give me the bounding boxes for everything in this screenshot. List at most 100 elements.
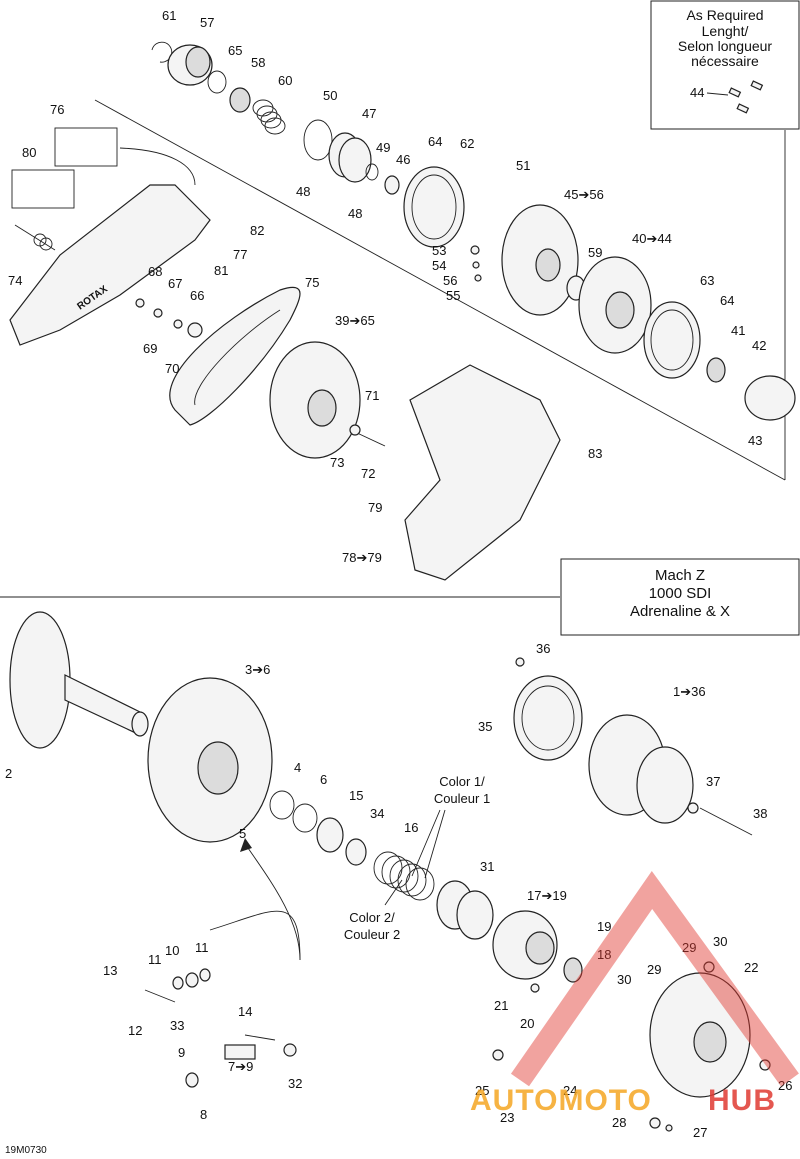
washer-part <box>153 308 163 318</box>
ring-part <box>292 803 318 833</box>
callout-label: 57 <box>200 15 214 30</box>
cam-assembly-part <box>492 910 558 980</box>
callout-labels: 61 57 65 58 60 50 47 76 80 64 62 49 46 4… <box>5 8 792 1140</box>
seal-part <box>706 357 726 383</box>
callout-label: 22 <box>744 960 758 975</box>
callout-label: 4 <box>294 760 301 775</box>
washer-part <box>687 802 699 814</box>
callout-label: 60 <box>278 73 292 88</box>
callout-label: 28 <box>612 1115 626 1130</box>
washer-part <box>173 319 183 329</box>
callout-label: 72 <box>361 466 375 481</box>
callout-label: 80 <box>22 145 36 160</box>
bushing-part <box>345 838 367 866</box>
callout-label: 63 <box>700 273 714 288</box>
screw-part <box>703 961 715 973</box>
spring-part <box>373 851 435 901</box>
callout-label: 23 <box>500 1110 514 1125</box>
callout-label: 74 <box>8 273 22 288</box>
callout-label: 75 <box>305 275 319 290</box>
watermark-text: AUTOMOTO <box>470 1084 652 1117</box>
callout-label: 61 <box>162 8 176 23</box>
pulley-guard-part <box>404 364 561 581</box>
callout-label: 17➔19 <box>527 888 567 903</box>
callout-label: 59 <box>588 245 602 260</box>
spring-cap-part <box>167 44 213 86</box>
callout-label: 30 <box>713 934 727 949</box>
ring-part <box>269 790 295 820</box>
watermark-text: HUB <box>708 1084 776 1117</box>
callout-label: 49 <box>376 140 390 155</box>
callout-label: 70 <box>165 361 179 376</box>
bushing-part <box>229 87 251 113</box>
callout-label: 41 <box>731 323 745 338</box>
flywheel-assembly-part <box>588 714 694 824</box>
nut-part <box>472 261 480 269</box>
driven-pulley-part <box>269 341 361 459</box>
callout-label: 77 <box>233 247 247 262</box>
cover-part <box>643 301 701 379</box>
circlip-part <box>151 41 173 63</box>
washer-part <box>187 322 203 338</box>
washer-part <box>665 1124 673 1132</box>
assembly-arrow-line <box>247 847 301 961</box>
arrow-head <box>240 838 252 852</box>
callout-label: 73 <box>330 455 344 470</box>
screw-part <box>492 1049 504 1061</box>
bolt-part <box>699 807 753 836</box>
callout-label: 51 <box>516 158 530 173</box>
callout-label: 30 <box>617 972 631 987</box>
model-line: Mach Z <box>655 567 705 584</box>
note-line: nécessaire <box>691 53 759 69</box>
callout-label: 58 <box>251 55 265 70</box>
washer-part <box>365 163 379 181</box>
callout-label: 64 <box>428 134 442 149</box>
callout-label: 8 <box>200 1107 207 1122</box>
model-line: Adrenaline & X <box>630 603 730 620</box>
callout-label: 26 <box>778 1078 792 1093</box>
callout-label: 27 <box>693 1125 707 1140</box>
callout-label: 29 <box>682 940 696 955</box>
screw-part <box>515 657 525 667</box>
callout-label: 45➔56 <box>564 187 604 202</box>
callout-label: 9 <box>178 1045 185 1060</box>
callout-label: 48 <box>348 206 362 221</box>
note-line: Lenght/ <box>702 23 749 39</box>
callout-label: 48 <box>296 184 310 199</box>
callout-label: 15 <box>349 788 363 803</box>
drive-belt-part <box>169 286 301 426</box>
callout-label: 2 <box>5 766 12 781</box>
callout-label: 76 <box>50 102 64 117</box>
spring-part <box>252 99 286 135</box>
callout-label: 53 <box>432 243 446 258</box>
callout-label: 35 <box>478 719 492 734</box>
callout-label: 37 <box>706 774 720 789</box>
callout-label: 65 <box>228 43 242 58</box>
callout-label: 11 <box>195 940 209 955</box>
warning-decal-part <box>54 127 118 167</box>
fixed-sheave-part <box>9 611 149 749</box>
callout-label: 39➔65 <box>335 313 375 328</box>
callout-label: 55 <box>446 288 460 303</box>
callout-label: 38 <box>753 806 767 821</box>
washer-part <box>384 175 400 195</box>
callout-label: 21 <box>494 998 508 1013</box>
color-note: Couleur 2 <box>344 927 400 942</box>
diagram-code: 19M0730 <box>5 1145 47 1156</box>
ring-part <box>563 957 583 983</box>
spring-part <box>14 224 56 251</box>
callout-label: 81 <box>214 263 228 278</box>
cap-part <box>744 375 796 421</box>
snap-ring-part <box>303 119 333 161</box>
callout-label: 47 <box>362 106 376 121</box>
section-boundary-line <box>94 99 786 481</box>
callout-label: 66 <box>190 288 204 303</box>
callout-label: 33 <box>170 1018 184 1033</box>
callout-label: 46 <box>396 152 410 167</box>
callout-label: 18 <box>597 947 611 962</box>
callout-label: 3➔6 <box>245 662 270 677</box>
color-note: Color 2/ <box>349 910 395 925</box>
movable-sheave-part <box>147 677 273 843</box>
